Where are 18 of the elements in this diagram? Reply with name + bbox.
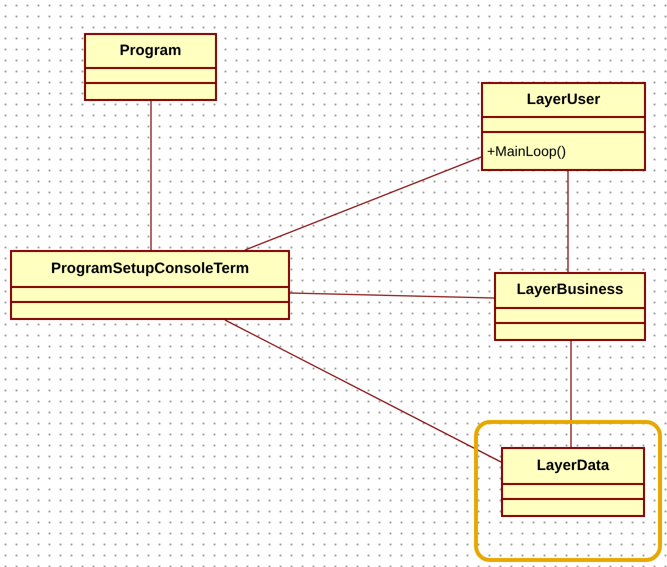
class-box: [10, 250, 290, 320]
association-line: [290, 292, 494, 299]
class-name: LayerData: [536, 456, 610, 476]
association-line: [224, 319, 502, 463]
method-text: +MainLoop(): [487, 142, 567, 161]
class-name: Program: [120, 40, 182, 61]
association-line: [244, 156, 482, 251]
association-line: [570, 341, 572, 447]
class-box: [494, 272, 646, 341]
class-box: [501, 447, 645, 517]
association-line: [567, 171, 569, 272]
class-name: ProgramSetupConsoleTerm: [50, 258, 250, 279]
highlight-frame: [474, 420, 662, 562]
association-line: [150, 101, 152, 250]
class-box: [84, 33, 217, 101]
class-name: LayerBusiness: [516, 280, 624, 300]
class-box: [481, 82, 646, 171]
class-name: LayerUser: [526, 90, 600, 110]
